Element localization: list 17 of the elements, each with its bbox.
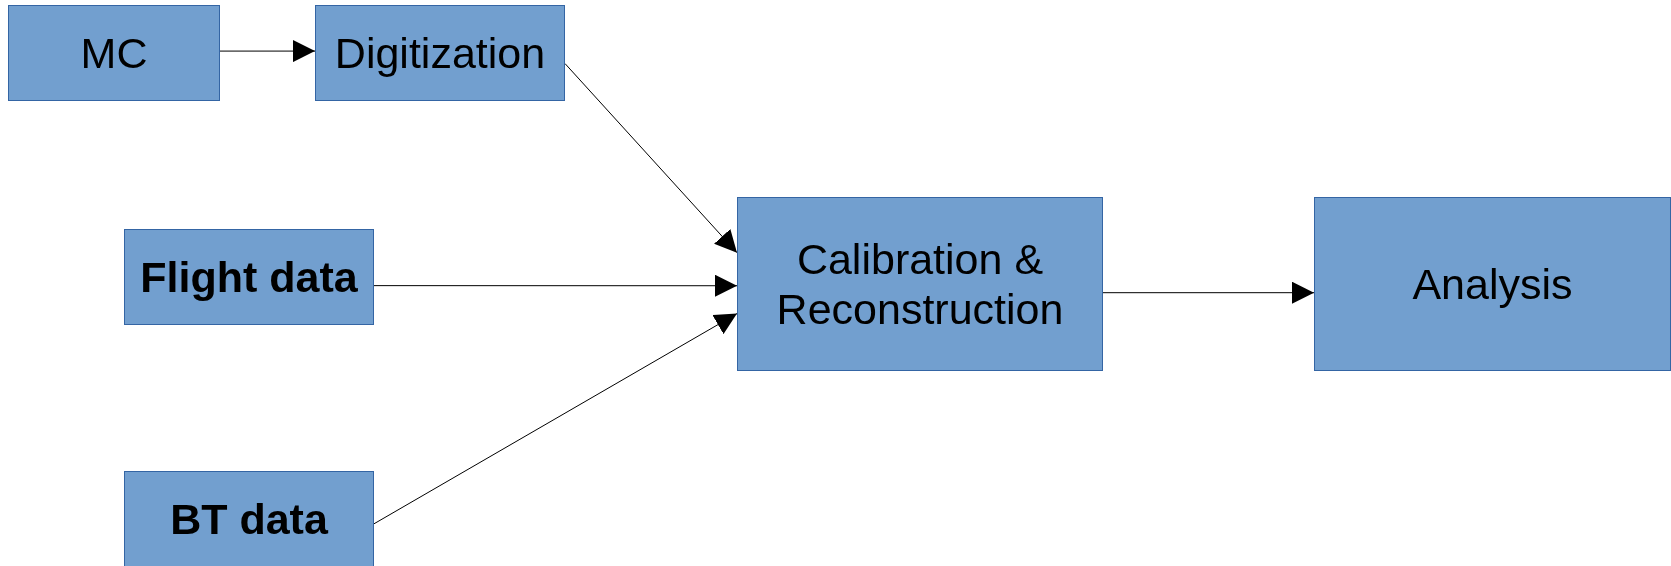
box-label: Analysis bbox=[1412, 258, 1573, 310]
process-box bbox=[315, 5, 565, 101]
arrow bbox=[373, 274, 738, 297]
box-label: BT data bbox=[170, 493, 328, 545]
process-box bbox=[8, 5, 220, 101]
process-box bbox=[124, 229, 374, 325]
box-label: Digitization bbox=[334, 27, 546, 79]
process-box bbox=[737, 197, 1103, 371]
arrow bbox=[219, 40, 316, 63]
process-box bbox=[1314, 197, 1671, 371]
box-label: Calibration & Reconstruction bbox=[776, 233, 1064, 335]
arrow bbox=[1102, 281, 1315, 304]
arrow bbox=[564, 63, 738, 254]
box-label: MC bbox=[80, 27, 148, 79]
box-label: Flight data bbox=[140, 251, 358, 303]
arrow bbox=[373, 313, 738, 525]
process-box bbox=[124, 471, 374, 566]
